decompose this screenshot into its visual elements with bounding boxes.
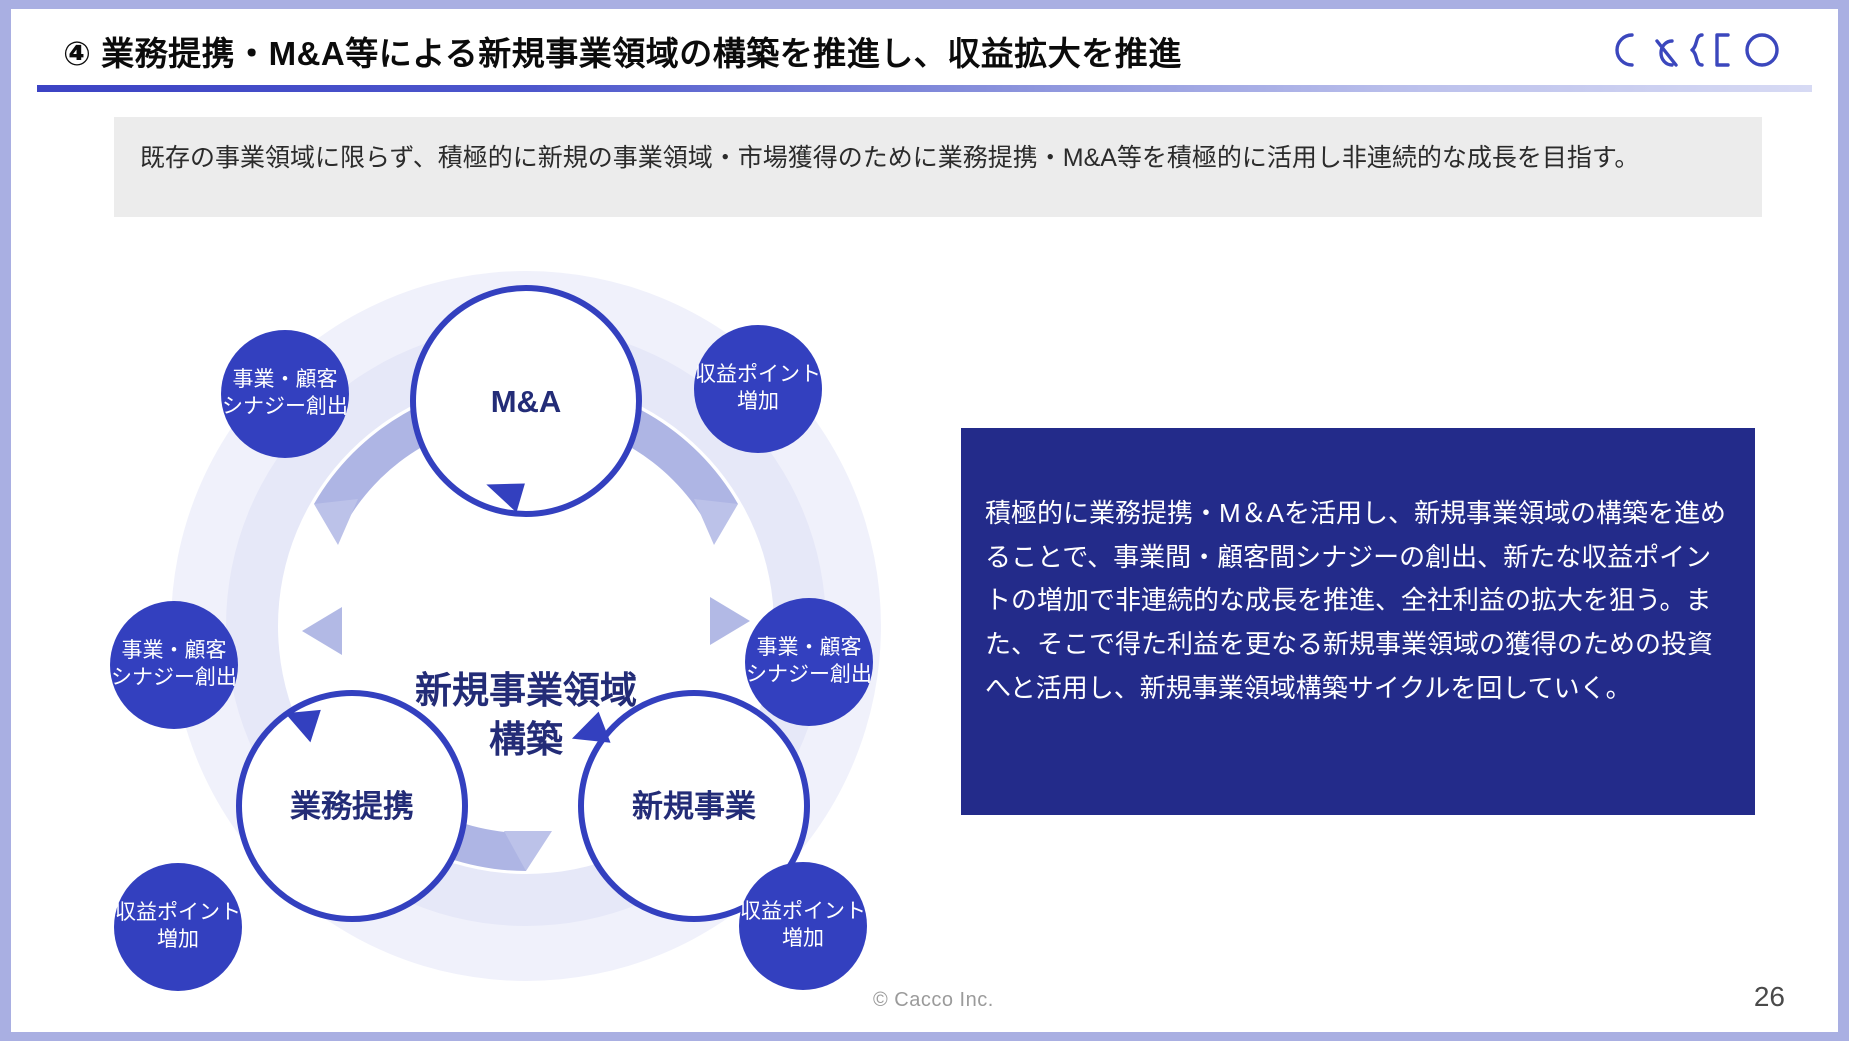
page-number: 26 [1753, 981, 1785, 1012]
title-underline-bar [37, 85, 1812, 92]
node-circle-ma [410, 285, 642, 517]
bubble-ma-synergy [221, 330, 349, 458]
node-circle-alliance [236, 690, 468, 922]
lead-description-text: 既存の事業領域に限らず、積極的に新規の事業領域・市場獲得のために業務提携・M&A… [140, 144, 1640, 172]
page-title: ④ 業務提携・M&A等による新規事業領域の構築を推進し、収益拡大を推進 [63, 35, 1182, 72]
summary-callout-box: 積極的に業務提携・M＆Aを活用し、新規事業領域の構築を進めることで、事業間・顧客… [961, 428, 1755, 815]
arrowhead-newbiz [571, 711, 611, 743]
new-business-cycle-diagram: 新規事業領域 構築 M&A 業務提携 新規事業 事業・顧客 シナジー創出 収益ポ… [106, 231, 946, 1021]
bubble-alliance-synergy [110, 601, 238, 729]
bubble-ma-revenue [694, 325, 822, 453]
cacco-logo [1610, 27, 1790, 73]
bubble-alliance-revenue [114, 863, 242, 991]
bubble-newbiz-revenue [739, 862, 867, 990]
node-circle-newbiz [578, 690, 810, 922]
slide-canvas: ④ 業務提携・M&A等による新規事業領域の構築を推進し、収益拡大を推進 既存の事… [11, 9, 1838, 1032]
copyright-notice: © Cacco Inc. [873, 989, 994, 1011]
summary-callout-text: 積極的に業務提携・M＆Aを活用し、新規事業領域の構築を進めることで、事業間・顧客… [985, 498, 1727, 703]
lead-description-box: 既存の事業領域に限らず、積極的に新規の事業領域・市場獲得のために業務提携・M&A… [114, 117, 1762, 217]
arrowhead-alliance [285, 709, 321, 743]
arrowhead-ma [486, 483, 525, 513]
cycle-inner-arrows [302, 597, 750, 655]
bubble-newbiz-synergy [745, 598, 873, 726]
